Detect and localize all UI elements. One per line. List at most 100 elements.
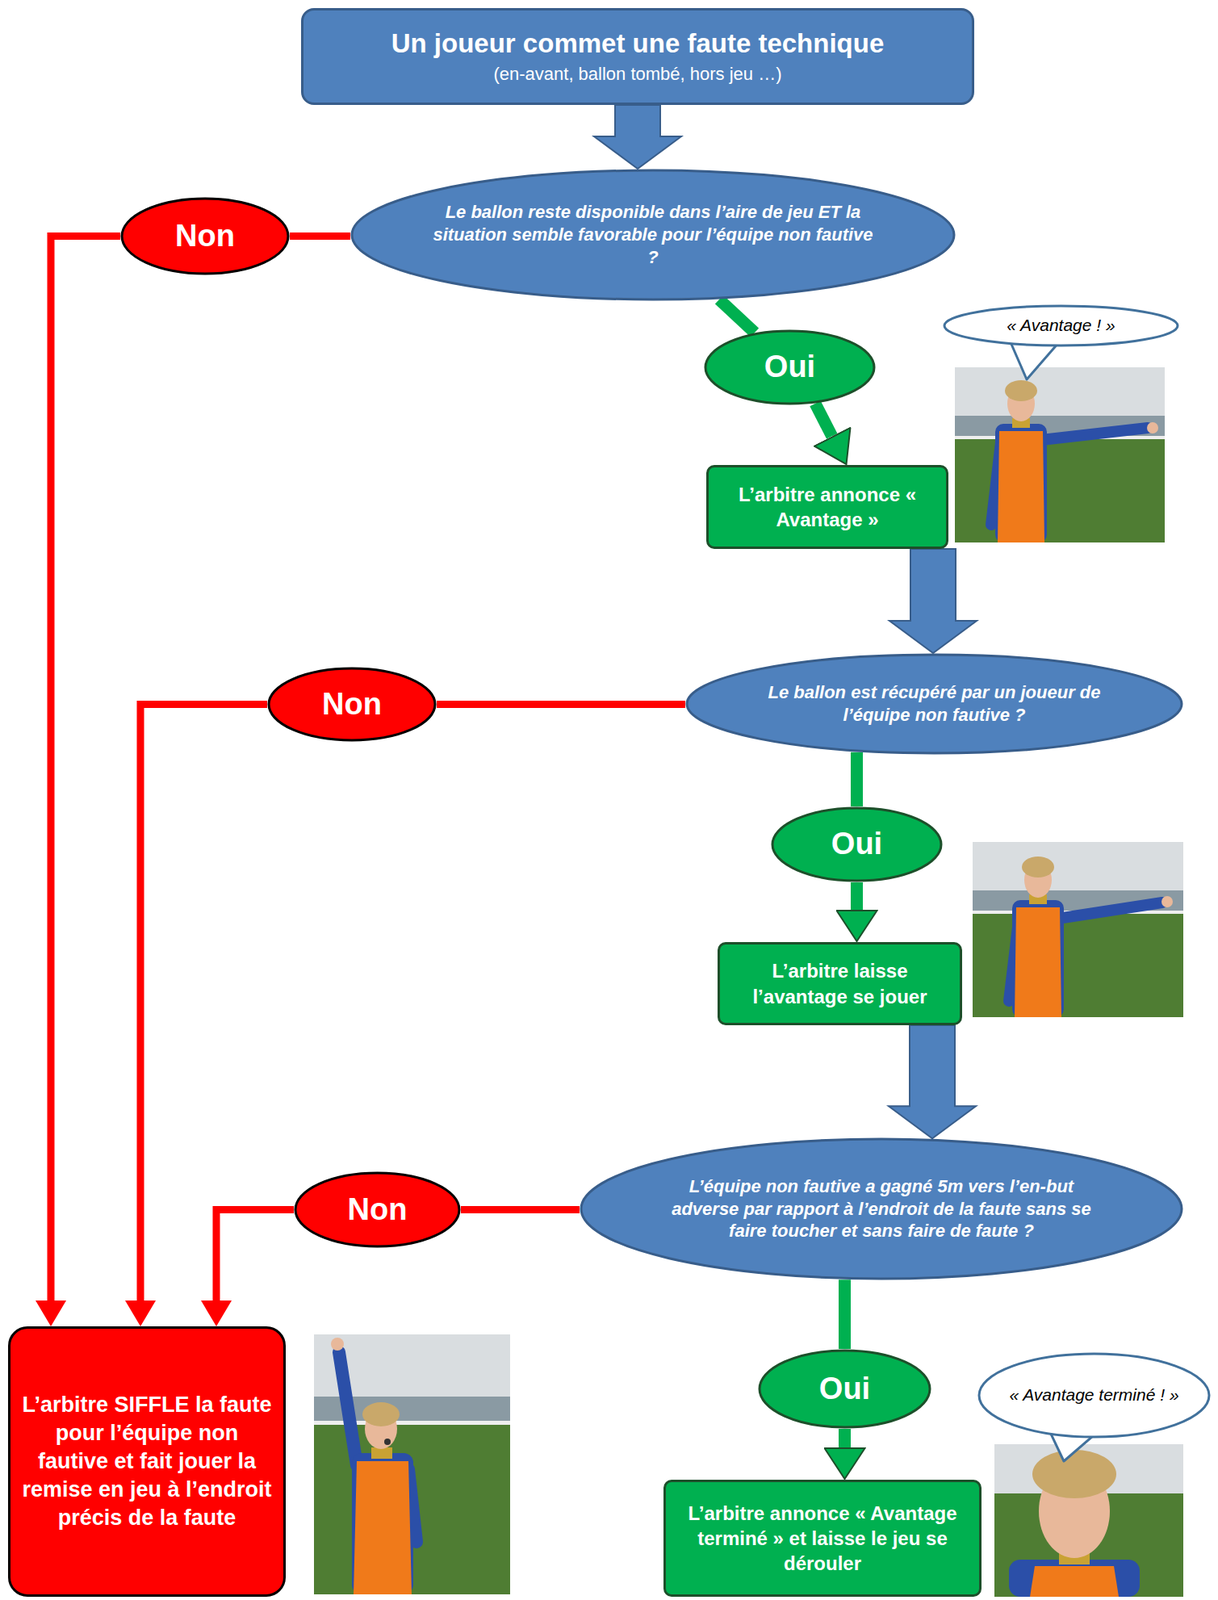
photo-grass xyxy=(313,1424,511,1595)
node-label: Non xyxy=(315,1192,440,1228)
ellipse-shape xyxy=(772,807,942,881)
start-box: Un joueur commet une faute technique(en-… xyxy=(301,8,975,105)
node-label: Non xyxy=(288,686,415,723)
referee-shirt xyxy=(995,423,1047,543)
text-block: Non xyxy=(288,686,415,723)
text-block: Oui xyxy=(793,826,921,863)
yes-connector xyxy=(838,1428,851,1448)
photo-grass xyxy=(954,439,1165,543)
referee-bib xyxy=(1014,907,1062,1018)
node-label: L’arbitre laisse l’avantage se jouer xyxy=(725,958,955,1009)
photo-grass xyxy=(972,913,1184,1018)
no-connector xyxy=(289,232,351,240)
flow-arrow xyxy=(888,1025,976,1139)
yes-connector xyxy=(838,1279,851,1349)
photo-sky xyxy=(954,367,1165,416)
node-label: Le ballon est récupéré par un joueur de … xyxy=(749,681,1119,727)
text-block: L’équipe non fautive a gagné 5m vers l’e… xyxy=(657,1175,1105,1244)
decision-ellipse: Le ballon est récupéré par un joueur de … xyxy=(685,652,1184,755)
yes-connector xyxy=(815,403,833,437)
ellipse-outline xyxy=(685,652,1184,755)
referee-hair xyxy=(362,1402,400,1427)
text-block: Oui xyxy=(780,1371,909,1407)
ellipse-shape xyxy=(351,170,955,300)
no-connector xyxy=(460,1205,580,1214)
node-label: Oui xyxy=(793,826,921,863)
node-subtitle: (en-avant, ballon tombé, hors jeu …) xyxy=(310,62,965,86)
referee-arm xyxy=(1041,427,1148,440)
decision-ellipse: L’équipe non fautive a gagné 5m vers l’e… xyxy=(579,1137,1184,1281)
node-label: Oui xyxy=(780,1371,909,1407)
referee-bib xyxy=(1029,1565,1119,1597)
yes-connector xyxy=(850,882,863,910)
ellipse-shape xyxy=(581,1138,1182,1279)
referee-hand xyxy=(330,1337,344,1351)
speech-bubble: « Avantage terminé ! » xyxy=(977,1351,1211,1439)
node-label: L’arbitre annonce « Avantage » xyxy=(714,481,941,532)
node-label: L’arbitre annonce « Avantage terminé » e… xyxy=(673,1500,972,1577)
referee-shirt xyxy=(351,1452,414,1595)
referee-bib xyxy=(353,1460,412,1595)
no-connector xyxy=(50,236,121,1302)
referee-bib xyxy=(997,431,1045,543)
ellipse-shape xyxy=(705,330,875,404)
photo-sky xyxy=(972,841,1184,891)
whistle-box: L’arbitre SIFFLE la faute pour l’équipe … xyxy=(8,1326,286,1597)
text-block: « Avantage terminé ! » xyxy=(1008,1384,1181,1406)
action-box: L’arbitre annonce « Avantage » xyxy=(706,464,949,549)
flow-arrow xyxy=(594,104,682,169)
referee-hair xyxy=(1021,856,1055,878)
text-block: L’arbitre annonce « Avantage terminé » e… xyxy=(673,1500,972,1577)
referee-hair xyxy=(1004,380,1038,402)
referee-hand xyxy=(1146,422,1159,434)
text-block: Oui xyxy=(726,349,854,386)
node-label: Un joueur commet une faute technique xyxy=(310,27,965,60)
text-block: L’arbitre laisse l’avantage se jouer xyxy=(725,958,955,1009)
ellipse-shape xyxy=(979,1353,1210,1437)
referee-collar xyxy=(371,1447,393,1459)
flow-arrow xyxy=(889,548,977,653)
no-connector xyxy=(436,700,686,708)
no-connector xyxy=(216,1209,294,1302)
text-block: Non xyxy=(142,218,268,255)
yes-connector xyxy=(850,752,863,807)
referee-hand xyxy=(1161,895,1173,908)
action-box: L’arbitre annonce « Avantage terminé » e… xyxy=(663,1479,982,1597)
referee-shirt xyxy=(1008,1559,1140,1597)
ellipse-shape xyxy=(295,1172,460,1247)
node-label: L’arbitre SIFFLE la faute pour l’équipe … xyxy=(20,1390,273,1532)
text-block: Non xyxy=(315,1192,440,1228)
referee-photo xyxy=(994,1444,1184,1597)
referee-photo xyxy=(972,841,1184,1018)
referee-photo xyxy=(313,1334,511,1595)
text-block: Le ballon est récupéré par un joueur de … xyxy=(749,681,1119,727)
node-label: « Avantage terminé ! » xyxy=(1008,1384,1181,1406)
ellipse-shape xyxy=(121,198,289,274)
referee-photo xyxy=(954,367,1165,543)
node-label: L’équipe non fautive a gagné 5m vers l’e… xyxy=(657,1175,1105,1244)
speech-bubble: « Avantage ! » xyxy=(942,304,1180,348)
referee-hair xyxy=(1032,1449,1117,1499)
node-label: Oui xyxy=(726,349,854,386)
text-block: « Avantage ! » xyxy=(973,314,1149,336)
yes-ellipse: Oui xyxy=(703,329,876,406)
text-block: L’arbitre annonce « Avantage » xyxy=(714,481,941,532)
yes-ellipse: Oui xyxy=(757,1348,932,1429)
referee-whistle xyxy=(384,1438,391,1445)
node-label: Non xyxy=(142,218,268,255)
text-block: L’arbitre SIFFLE la faute pour l’équipe … xyxy=(20,1390,273,1532)
no-ellipse: Non xyxy=(293,1171,461,1248)
decision-ellipse: Le ballon reste disponible dans l’aire d… xyxy=(350,168,956,302)
ellipse-shape xyxy=(759,1350,930,1428)
text-block: Un joueur commet une faute technique(en-… xyxy=(310,27,965,85)
text-block: Le ballon reste disponible dans l’aire d… xyxy=(429,200,878,269)
referee-arm xyxy=(339,1351,357,1465)
no-ellipse: Non xyxy=(120,196,290,276)
node-label: « Avantage ! » xyxy=(973,314,1149,336)
bubble-tail xyxy=(1010,342,1059,380)
yes-connector xyxy=(719,299,755,333)
referee-shirt xyxy=(1012,899,1064,1018)
ellipse-shape xyxy=(686,654,1182,754)
referee-arm xyxy=(1057,902,1163,919)
no-ellipse: Non xyxy=(267,666,437,742)
